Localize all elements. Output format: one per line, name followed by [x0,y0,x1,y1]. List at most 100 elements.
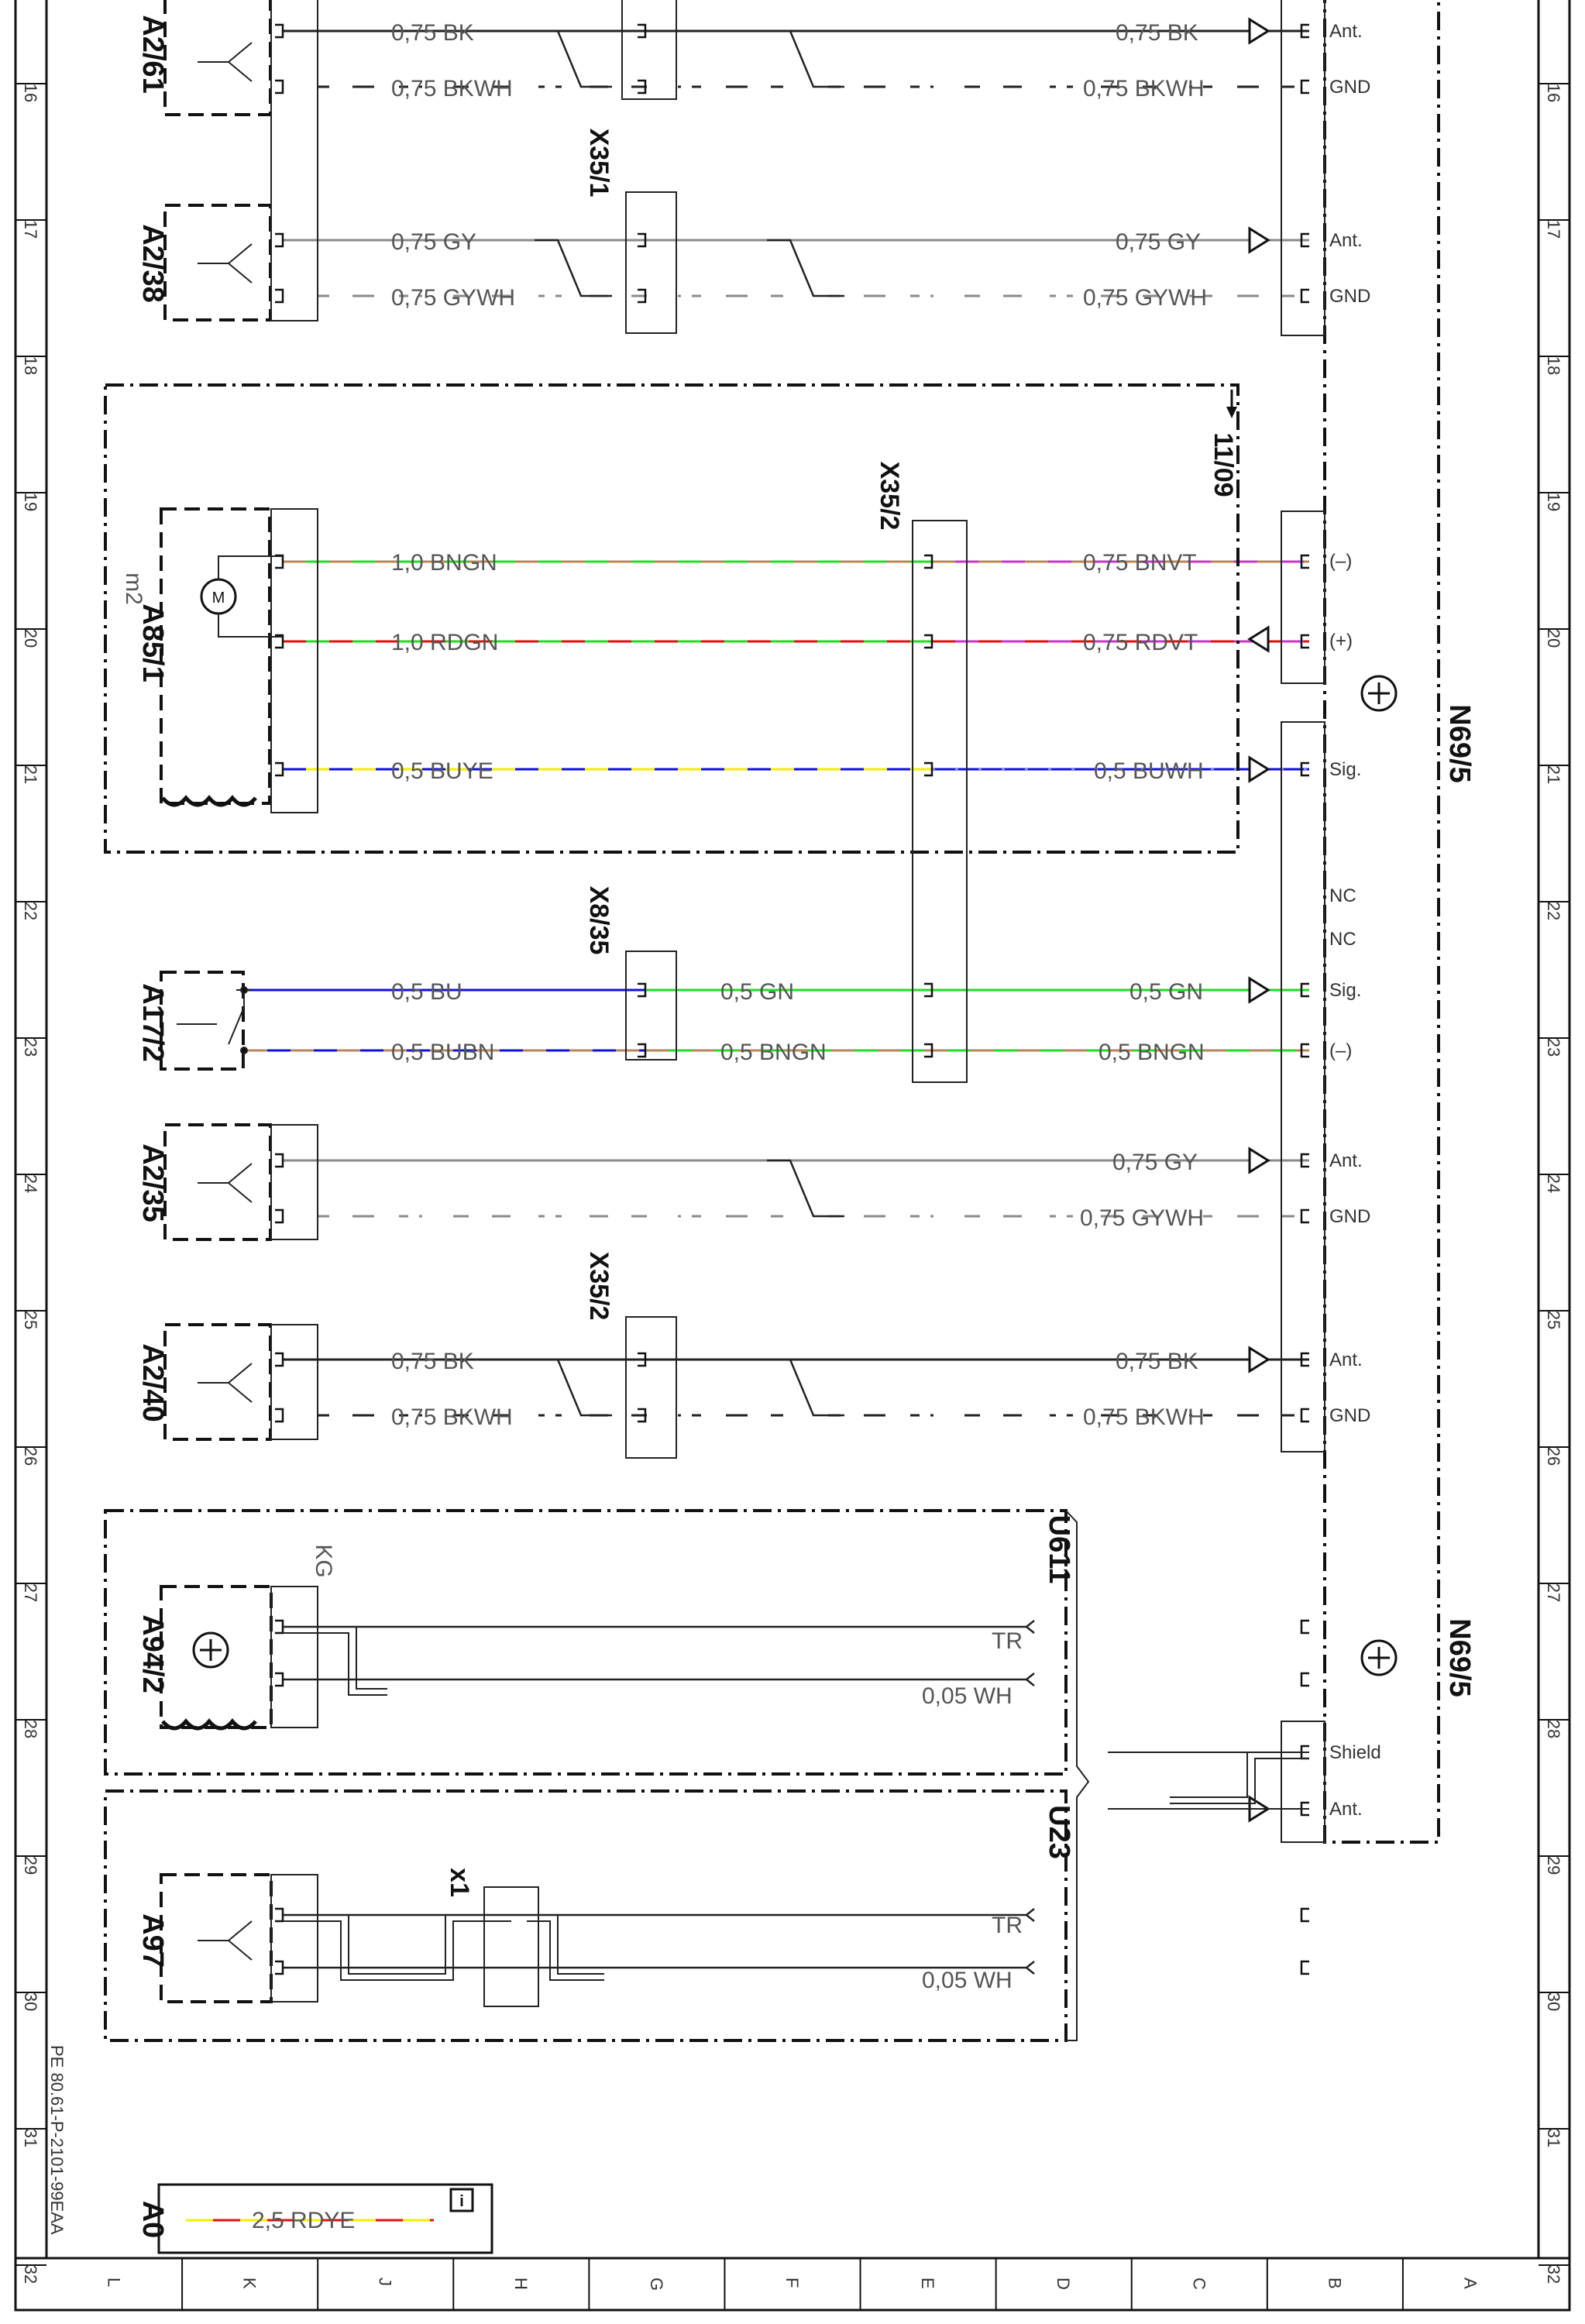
grid-col-label: C [1189,2278,1209,2290]
arrow-right-icon [1248,17,1270,45]
wavy-break-icon [161,795,257,807]
grid-row-label: 19 [21,493,40,511]
grid-row-label: 32 [21,2265,40,2284]
pin-terminal [1300,232,1309,248]
antenna-icon [198,243,253,284]
pin-terminal [275,232,284,248]
grid-col-label: F [782,2278,802,2288]
arrow-right-icon [1248,976,1270,1004]
n69-5-module-outline[interactable] [1323,0,1440,1844]
gps-icon [1360,1639,1398,1676]
label-a94-2: A94/2 [136,1614,169,1693]
coax-end-icon [1026,1961,1035,1975]
pin-terminal [1300,1960,1309,1975]
label-n69-5-bottom: N69/5 [1443,1618,1476,1697]
u611-frame[interactable] [104,1509,1068,1776]
pin-terminal [638,23,647,39]
u23-frame[interactable] [104,1789,1068,2042]
a17-2-box[interactable] [160,971,245,1071]
x35-2-housing [912,520,968,1083]
grid-row-label: 22 [1544,902,1563,920]
pin-label-nc: NC [1329,885,1356,906]
grid-row-label: 28 [21,1720,40,1738]
motor-icon: M [200,555,283,638]
pin-terminal [275,1408,284,1423]
pin-label-gnd: GND [1329,1206,1370,1227]
info-icon[interactable] [449,2188,474,2212]
wire-label: 0,5 BNGN [1098,1040,1205,1065]
pin-label-gnd: GND [1329,77,1370,98]
pin-label-gnd: GND [1329,286,1370,307]
grid-row-label: 31 [1544,2129,1563,2147]
pin-label-sig: Sig. [1329,980,1361,1001]
a97-box[interactable] [160,1873,273,2003]
wire-label: 0,75 BK [391,1349,474,1374]
grid-row-label: 31 [21,2129,40,2147]
wire-label: 0,75 RDVT [1083,630,1198,655]
wire-label: 0,75 BKWH [391,76,513,101]
shield-lines [283,1626,1309,1981]
pin-terminal [275,554,284,569]
grid-row-label: 21 [1544,765,1563,784]
label-u611: U611 [1043,1515,1075,1584]
pin-terminal [924,761,933,777]
label-x35-2-mid: X35/2 [875,462,904,531]
arrow-right-icon [1248,1346,1270,1373]
a2-61-box[interactable] [163,0,272,116]
grid-row-label: 27 [21,1583,40,1602]
pin-terminal [638,1043,647,1058]
m2-motor-box[interactable] [160,507,271,805]
reference-arrow-head [1226,407,1237,418]
grid-row-label: 27 [1544,1583,1563,1602]
label-x8-35: X8/35 [584,886,614,955]
grid-row-label: 30 [21,1992,40,2011]
label-ref-11-09: 11/09 [1209,432,1238,497]
wire-label: 0,75 GYWH [1080,1205,1204,1231]
pin-terminal [275,1208,284,1224]
grid-col-label: H [511,2278,531,2290]
wire-label: 0,75 BK [391,20,474,46]
coax-end-icon [1026,1620,1035,1634]
pin-terminal [1300,288,1309,304]
pin-terminal [275,1672,284,1687]
wire-label: 0,75 BKWH [391,1404,513,1430]
pin-terminal [924,982,933,998]
coax-end-icon [1026,1908,1035,1922]
label-kg: KG [311,1544,336,1577]
n69-5-pin-block-a [1281,0,1325,336]
grid-row-label: 28 [1544,1720,1563,1738]
arrow-right-icon [1248,755,1270,783]
switch-icon [177,986,252,1067]
pin-terminal [924,1043,933,1058]
wire-label: TR [992,1628,1023,1654]
grid-row-label: 25 [1544,1311,1563,1329]
pin-terminal [1300,1352,1309,1367]
pin-strip-a2-40 [270,1324,318,1440]
label-m2: m2 [121,572,146,605]
a85-1-module-box[interactable] [104,383,1239,854]
grid-col-label: D [1054,2278,1073,2290]
info-icon-glyph: i [459,2193,464,2210]
x8-35-housing [625,951,677,1061]
a94-2-box[interactable] [160,1585,273,1729]
grid-col-label: A [1460,2278,1480,2289]
pin-terminal [275,1907,284,1923]
wires [186,23,1309,2222]
pin-label-ant: Ant. [1329,230,1363,251]
pin-terminal [275,761,284,777]
cable-bracket [1065,1510,1090,2041]
label-a2-38: A2/38 [136,224,169,302]
arrow-right-icon [1248,1147,1270,1174]
wire-label: 0,75 BKWH [1083,76,1205,101]
wire-label: 0,5 GN [1129,979,1203,1005]
grid-row-label: 26 [1544,1447,1563,1466]
grid-row-label: 20 [21,629,40,648]
n69-5-pin-block-d [1281,1721,1325,1843]
grid-row-label: 29 [21,1856,40,1875]
wire-label: 0,75 GY [1116,229,1201,255]
arrow-left-icon [1247,625,1270,653]
x35-2-lower-housing [625,1316,677,1459]
grid-col-label: K [240,2278,260,2289]
